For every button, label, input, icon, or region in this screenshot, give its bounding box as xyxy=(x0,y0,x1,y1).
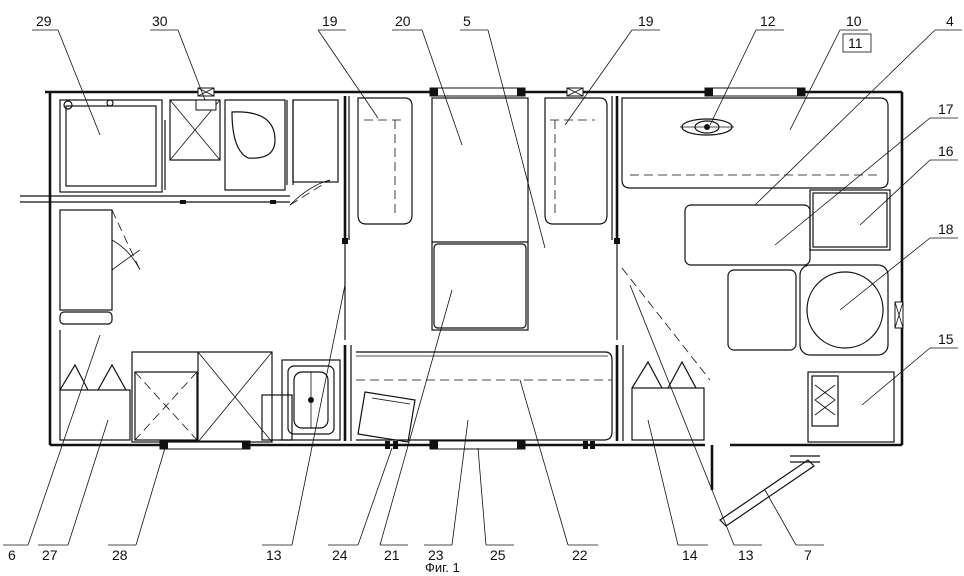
lower-left-storage xyxy=(131,351,293,443)
callout-22: 22 xyxy=(572,547,588,563)
callout-6: 6 xyxy=(8,547,16,563)
hall-area xyxy=(59,179,331,441)
callout-24: 24 xyxy=(332,547,348,563)
callout-28: 28 xyxy=(112,547,128,563)
partitions xyxy=(342,96,624,441)
callout-27: 27 xyxy=(42,547,58,563)
callout-18: 18 xyxy=(938,221,954,237)
callout-29: 29 xyxy=(36,13,52,29)
callout-13-right: 13 xyxy=(738,547,754,563)
callout-labels: 29 30 19 20 5 19 12 10 11 4 17 16 18 15 … xyxy=(8,13,954,563)
callout-19-right: 19 xyxy=(638,13,654,29)
callout-5: 5 xyxy=(463,13,471,29)
callout-21: 21 xyxy=(384,547,400,563)
entrance-door xyxy=(710,445,820,527)
callout-16: 16 xyxy=(938,143,954,159)
middle-room xyxy=(197,87,613,443)
callout-19-left: 19 xyxy=(322,13,338,29)
callout-10: 10 xyxy=(846,13,862,29)
callout-12: 12 xyxy=(760,13,776,29)
callout-23: 23 xyxy=(428,547,444,563)
callout-30: 30 xyxy=(152,13,168,29)
windows xyxy=(159,87,806,450)
callout-4: 4 xyxy=(946,13,954,29)
right-room xyxy=(621,97,904,443)
callout-15: 15 xyxy=(938,331,954,347)
figure-caption: Фиг. 1 xyxy=(425,560,460,575)
callout-box-11 xyxy=(842,33,872,53)
callout-7: 7 xyxy=(804,547,812,563)
callout-17: 17 xyxy=(938,101,954,117)
callout-14: 14 xyxy=(682,547,698,563)
outer-walls xyxy=(20,90,904,447)
bathroom-block xyxy=(59,99,339,204)
callout-25: 25 xyxy=(490,547,506,563)
callout-11: 11 xyxy=(848,35,863,51)
leader-lines xyxy=(3,29,962,546)
callout-20: 20 xyxy=(395,13,411,29)
sink xyxy=(281,359,341,441)
callout-13-left: 13 xyxy=(266,547,282,563)
